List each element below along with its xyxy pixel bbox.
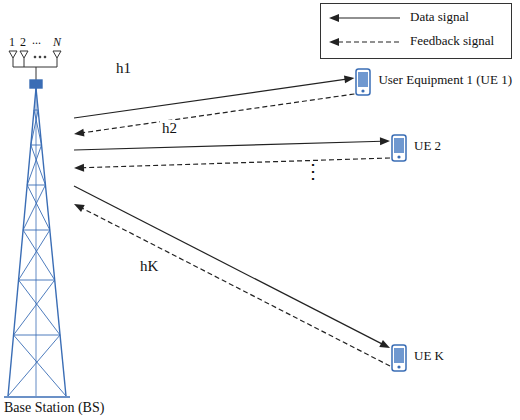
feedback-signal-arrow <box>74 204 390 366</box>
data-signal-arrow <box>74 137 390 150</box>
phone-icon <box>390 344 408 372</box>
channel-label: hK <box>138 258 160 275</box>
antenna-array <box>9 51 61 80</box>
antenna-number: 2 <box>20 36 26 50</box>
antenna-number: N <box>53 36 61 50</box>
legend-label: Data signal <box>410 10 469 25</box>
antenna-number: 1 <box>9 36 15 50</box>
bs-label: Base Station (BS) <box>4 400 104 416</box>
legend-dashed-arrow <box>329 38 400 46</box>
data-signal-arrow <box>74 186 390 348</box>
base-station: Base Station (BS) <box>4 28 74 400</box>
channel-label: h2 <box>160 120 179 137</box>
user-equipment: UE 2 <box>390 133 443 163</box>
ue-label: UE 2 <box>414 139 441 154</box>
user-equipment: UE K <box>390 343 446 373</box>
ue-label: User Equipment 1 (UE 1) <box>378 73 512 88</box>
phone-icon <box>390 134 408 162</box>
feedback-signal-arrow <box>74 94 354 137</box>
phone-icon <box>354 68 372 96</box>
data-signal-arrow <box>74 75 354 118</box>
legend-solid-arrow <box>329 14 400 22</box>
channel-label: h1 <box>114 60 133 77</box>
ellipsis-dots: ⋮ <box>303 160 323 183</box>
user-equipment: User Equipment 1 (UE 1) <box>354 67 514 97</box>
feedback-signal-arrow <box>74 158 390 172</box>
tower-symbol <box>4 80 70 397</box>
legend-label: Feedback signal <box>410 34 494 49</box>
ue-label: UE K <box>414 349 444 364</box>
antenna-dots: ... <box>32 34 41 48</box>
